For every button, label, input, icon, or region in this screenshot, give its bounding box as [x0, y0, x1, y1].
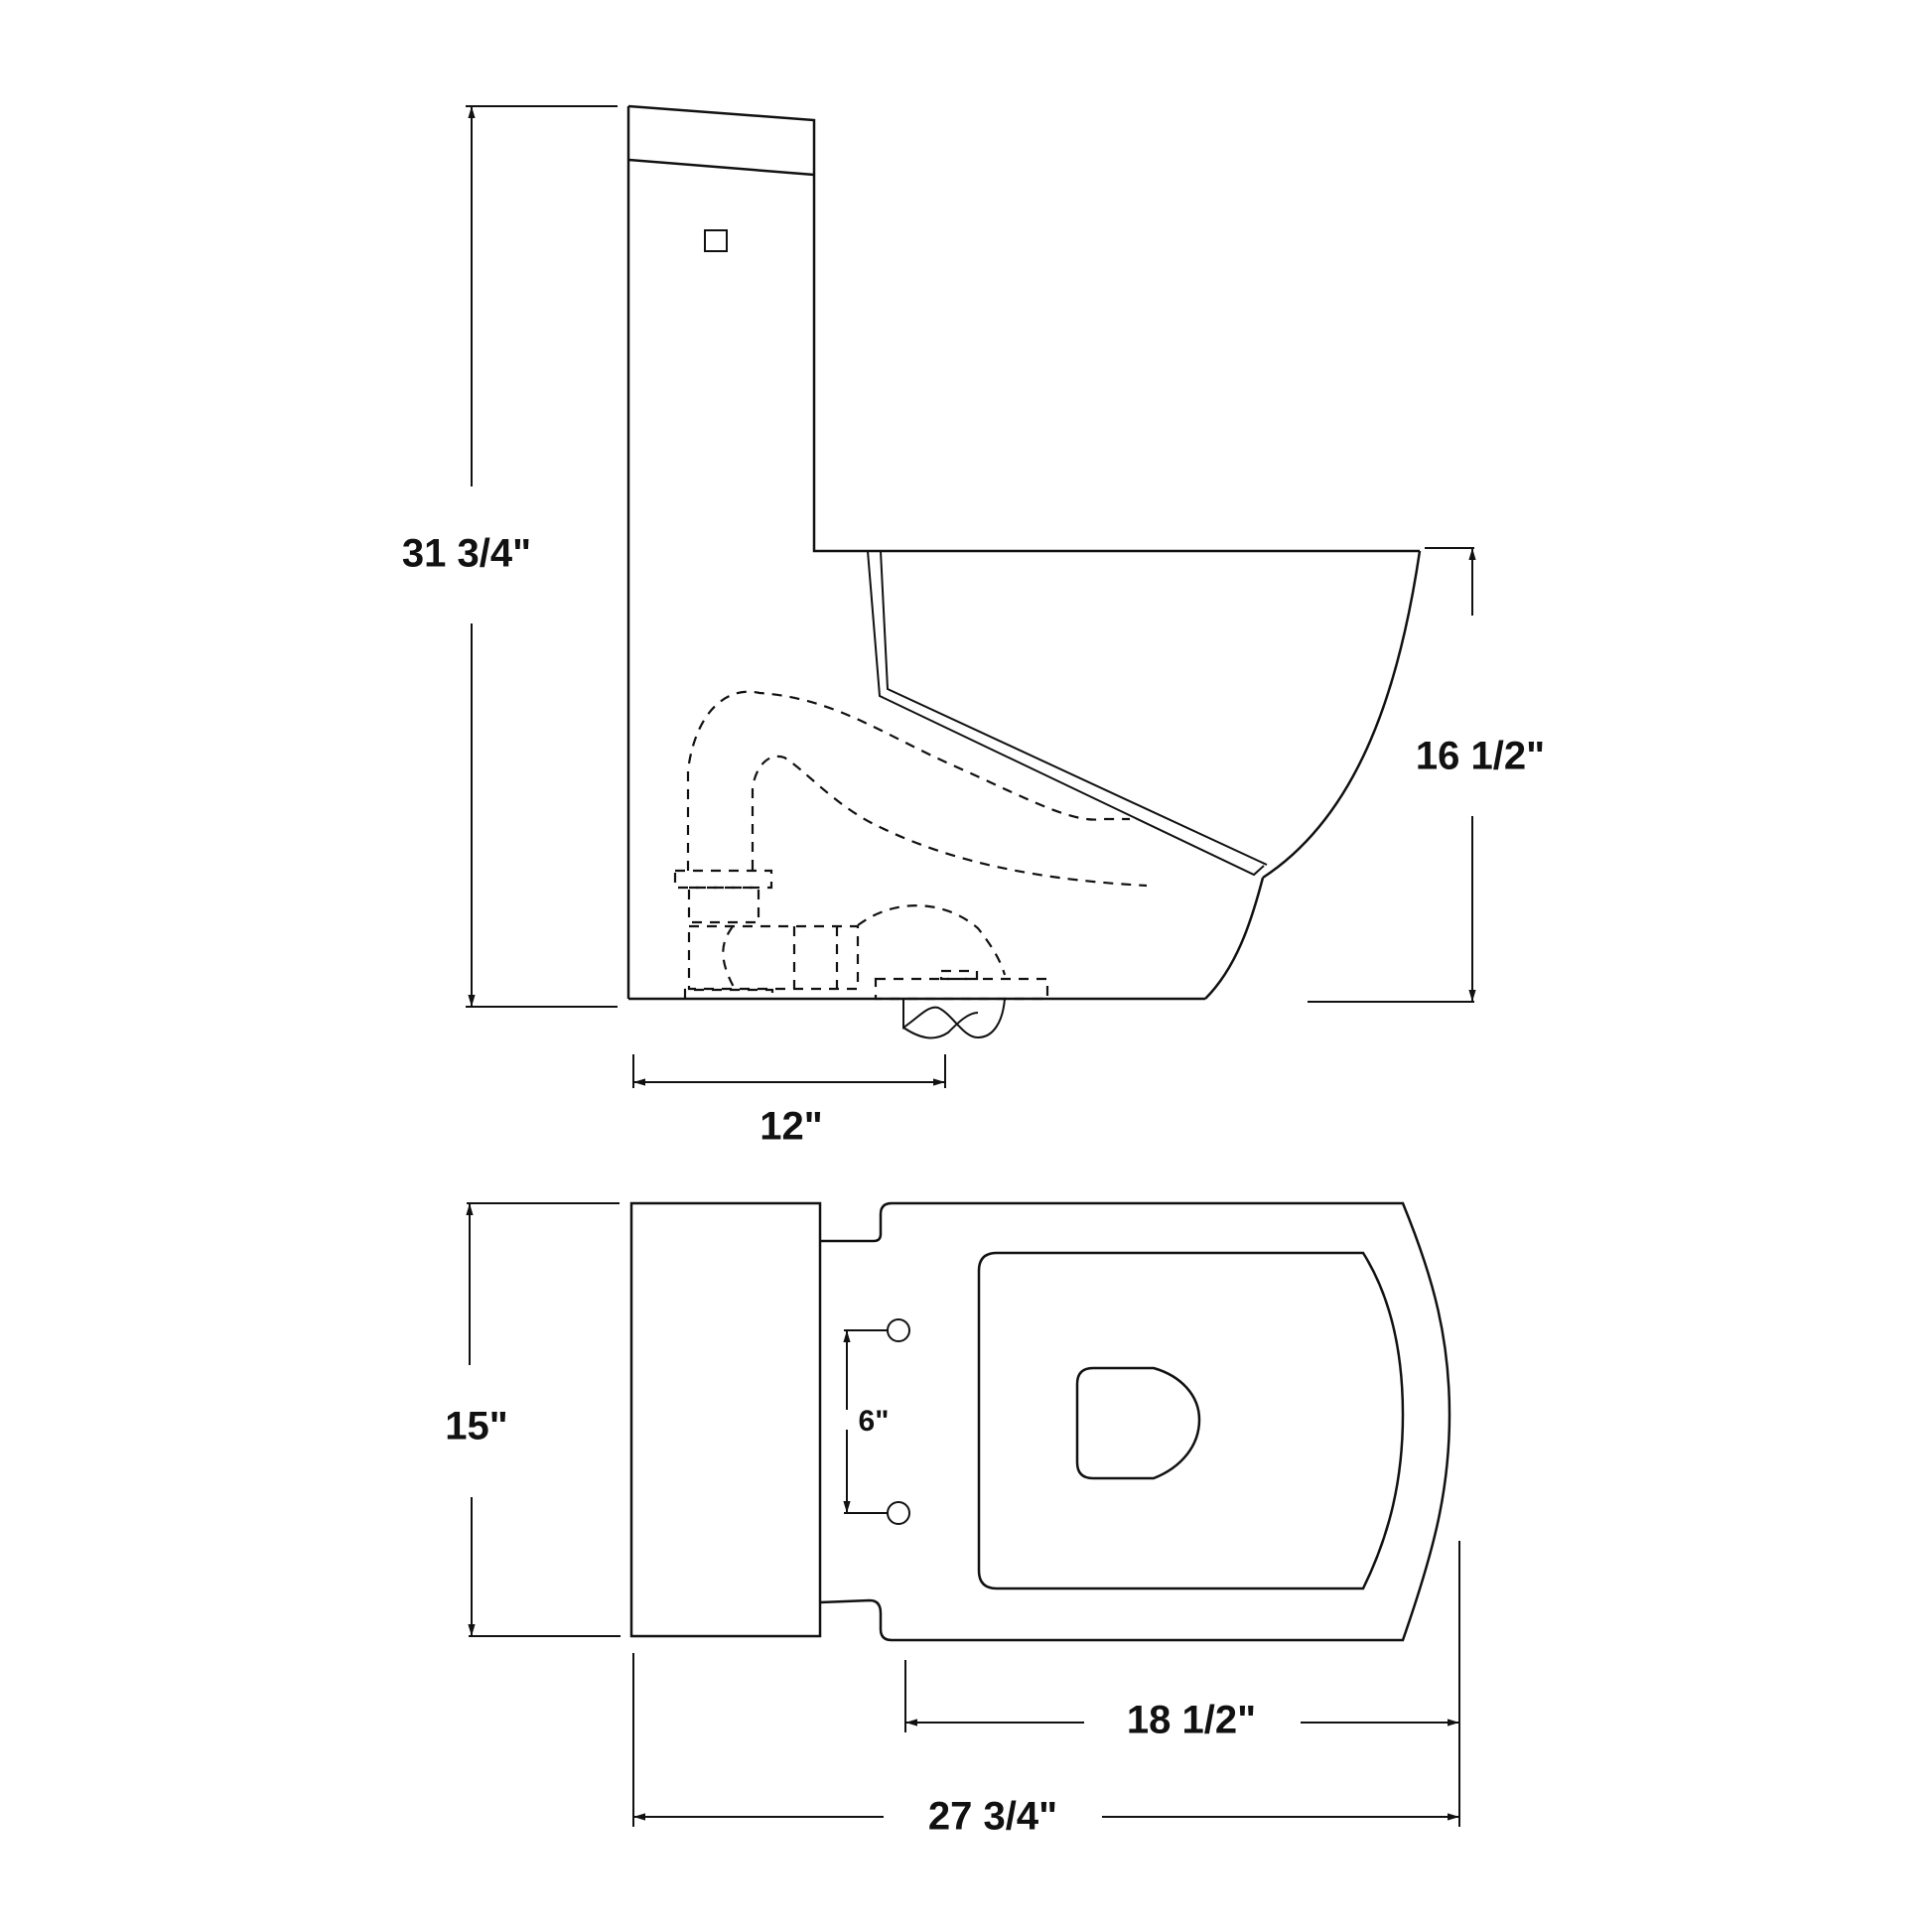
tank-width-label: 15"	[439, 1404, 514, 1449]
base-plate-dashed	[683, 988, 774, 999]
waste-outlet-icon	[902, 998, 1006, 1039]
outlet-collar-dashed	[673, 869, 773, 890]
overall-height-label: 31 3/4"	[395, 531, 538, 577]
tank-outline	[627, 104, 1420, 553]
inlet-dome-dashed	[857, 904, 1007, 976]
bowl-length-label: 18 1/2"	[1120, 1698, 1263, 1743]
tank-plan-outline	[629, 1201, 822, 1638]
bowl-inner-wall-outer	[867, 550, 1265, 877]
side-view	[466, 104, 1476, 1088]
flange-cap-dashed	[939, 969, 979, 981]
bowl-front-upper-curve	[1262, 550, 1422, 880]
trapway-outer-dashed	[686, 690, 1130, 871]
bowl-height-label: 16 1/2"	[1409, 734, 1552, 779]
bolt-hole-bottom-icon	[887, 1501, 910, 1525]
bowl-inner-wall-inner	[880, 550, 1268, 866]
rough-in-label: 12"	[754, 1104, 829, 1150]
outlet-sleeve-dashed	[687, 886, 760, 924]
tank-lid-band	[627, 158, 815, 177]
trapway-inner-dashed	[751, 755, 1148, 888]
outlet-elbow-dashed	[722, 925, 736, 990]
outlet-pipe-dashed	[687, 924, 860, 991]
bolt-spacing-label: 6"	[856, 1405, 892, 1439]
seat-opening-outline	[977, 1251, 1405, 1590]
plan-view	[466, 1201, 1460, 1827]
bowl-plan-outline	[819, 1201, 1451, 1642]
bowl-front-lower-curve	[1204, 877, 1265, 1000]
overall-length-label: 27 3/4"	[921, 1794, 1064, 1840]
bolt-hole-top-icon	[887, 1318, 910, 1342]
bowl-water-hole-outline	[1075, 1366, 1201, 1480]
floor-flange-dashed	[874, 977, 1049, 1001]
flush-button-icon	[704, 229, 728, 252]
